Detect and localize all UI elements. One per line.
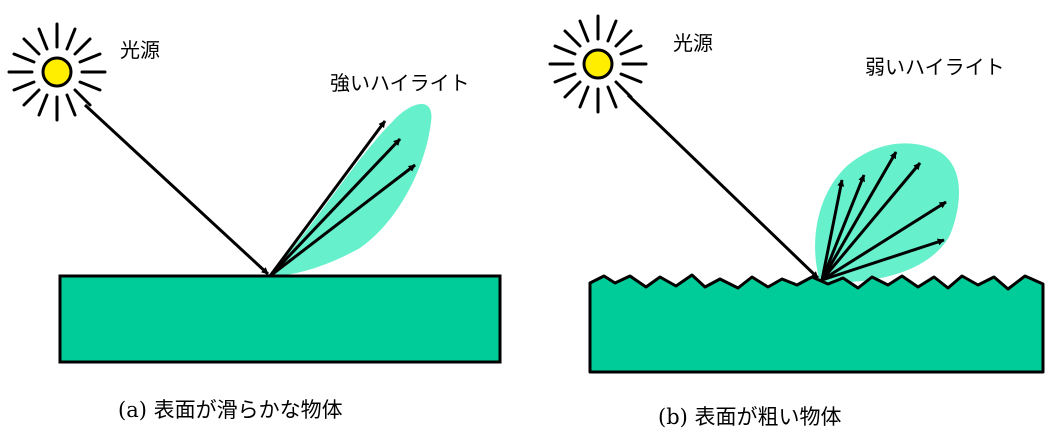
highlight-label-a: 強いハイライト xyxy=(330,71,470,95)
caption-b: (b) 表面が粗い物体 xyxy=(658,405,842,429)
panel-b: 光源 弱いハイライト (b) 表面が粗い物体 xyxy=(548,14,1045,429)
light-label-b: 光源 xyxy=(673,31,713,55)
reflected-ray xyxy=(820,179,845,281)
light-label-a: 光源 xyxy=(120,38,160,62)
light-source-b xyxy=(548,14,648,114)
reflected-ray xyxy=(820,162,922,281)
highlight-label-b: 弱いハイライト xyxy=(865,55,1005,79)
reflected-ray xyxy=(821,200,947,282)
reflected-ray xyxy=(268,120,387,277)
sun-icon xyxy=(582,48,614,80)
reflected-rays-b xyxy=(820,151,947,282)
reflected-rays-a xyxy=(268,120,416,278)
reflected-ray xyxy=(269,163,416,278)
sun-rays-icon xyxy=(548,14,648,114)
light-source-a xyxy=(7,22,107,122)
reflected-ray xyxy=(820,151,898,281)
reflected-ray xyxy=(268,137,402,278)
incident-ray-b xyxy=(626,93,820,280)
panel-a: 光源 強いハイライト (a) 表面が滑らかな物体 xyxy=(7,22,502,422)
sun-icon xyxy=(41,56,73,88)
reflected-ray xyxy=(821,238,945,282)
rough-surface xyxy=(588,273,1045,374)
sun-rays-icon xyxy=(7,22,107,122)
reflected-ray xyxy=(820,174,866,281)
incident-ray-a xyxy=(83,103,270,276)
caption-a: (a) 表面が滑らかな物体 xyxy=(118,398,343,422)
smooth-surface xyxy=(58,274,502,364)
